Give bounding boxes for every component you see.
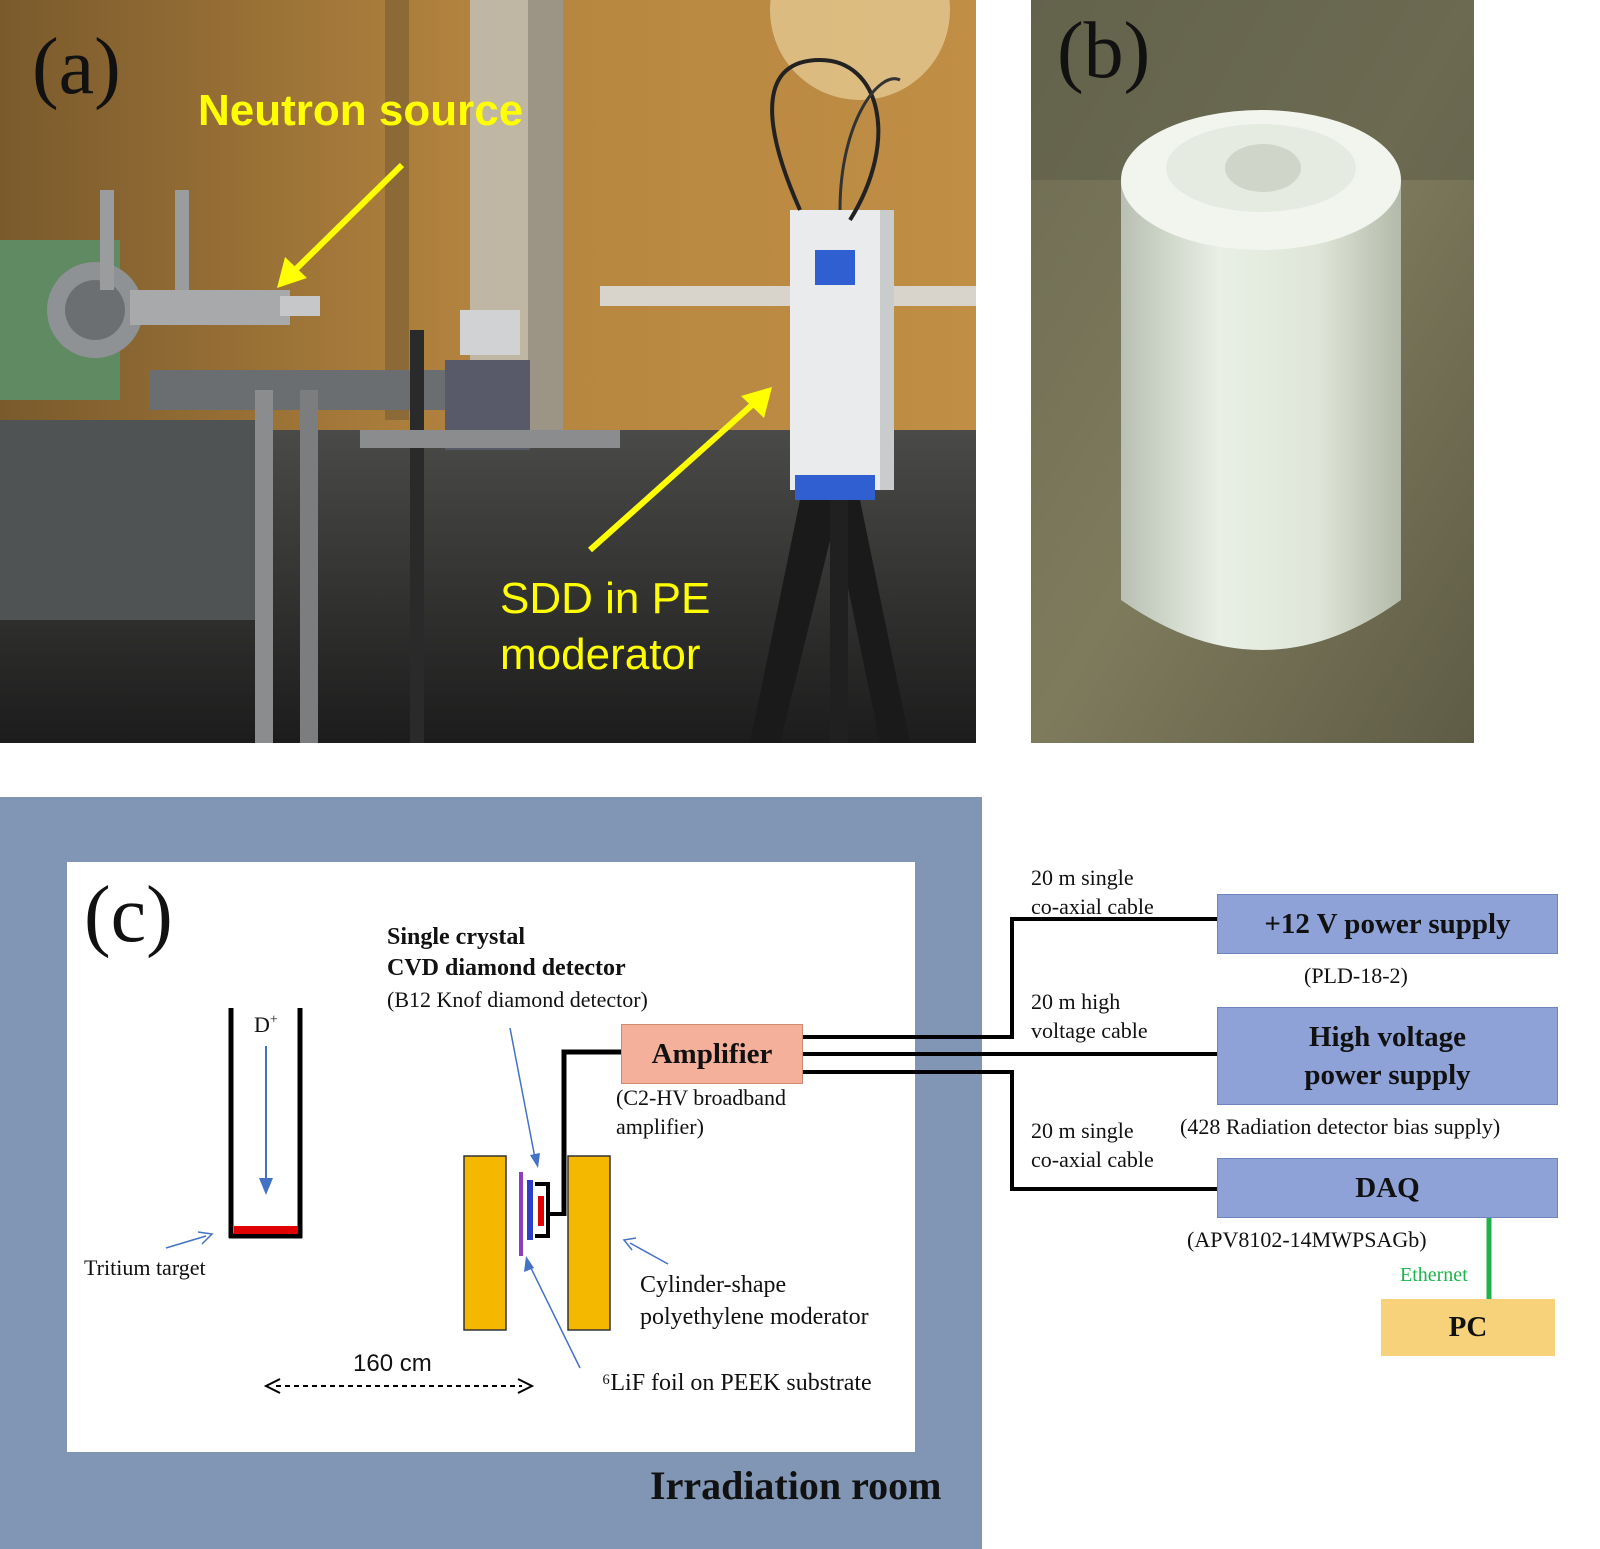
moderator-left: [463, 1155, 507, 1331]
hv-psu-label-line1: High voltage: [1308, 1021, 1467, 1053]
foil-pointer: [529, 1265, 581, 1369]
psu-12v-model: (PLD-18-2): [1304, 963, 1408, 988]
irradiation-room-label: Irradiation room: [650, 1463, 942, 1508]
panel-c-label: (c): [84, 871, 173, 959]
cable-daq-label-line2: co-axial cable: [1031, 1147, 1154, 1172]
ethernet-label: Ethernet: [1400, 1264, 1468, 1286]
moderator-label-line1: Cylinder-shape: [640, 1272, 787, 1298]
pc-label: PC: [1448, 1311, 1488, 1343]
panel-b-photo: (b): [1031, 0, 1474, 743]
sdd-label-line1: SDD in PE: [500, 574, 711, 623]
neutron-source-arrow-head: [277, 257, 307, 288]
sdd-arrow: [587, 402, 755, 553]
neutron-source-arrow: [292, 162, 405, 273]
moderator-label-line2: polyethylene moderator: [640, 1304, 869, 1330]
cable-12v: [802, 917, 1218, 1039]
pc-box: PC: [1381, 1299, 1555, 1356]
tritium-target: [234, 1226, 298, 1234]
cable-daq: [802, 1070, 1218, 1191]
cable-daq-label-line1: 20 m single: [1031, 1118, 1134, 1143]
hv-psu-model: (428 Radiation detector bias supply): [1180, 1114, 1501, 1139]
pe-cylinder-illustration: [1031, 0, 1474, 743]
detector-signal-cable: [561, 1049, 622, 1216]
daq-label: DAQ: [1355, 1171, 1420, 1204]
distance-label: 160 cm: [353, 1350, 432, 1377]
deuteron-label: D+: [254, 1012, 278, 1037]
deuteron-beam-arrow-head: [259, 1178, 273, 1195]
foil-label: ⁶LiF foil on PEEK substrate: [602, 1370, 872, 1396]
amplifier-model-line2: amplifier): [616, 1114, 704, 1139]
tritium-pointer: [165, 1235, 207, 1249]
amplifier-label: Amplifier: [651, 1037, 773, 1070]
psu-12v-label: +12 V power supply: [1264, 907, 1511, 940]
panel-a-label: (a): [32, 23, 121, 111]
daq-box: DAQ: [1217, 1158, 1558, 1218]
cable-hv-label-line1: 20 m high: [1031, 989, 1121, 1014]
neutron-source-label: Neutron source: [198, 86, 524, 135]
cable-12v-label-line1: 20 m single: [1031, 865, 1134, 890]
detector-title-line2: CVD diamond detector: [387, 955, 626, 981]
beam-tube: [228, 1008, 303, 1239]
amplifier-box: Amplifier: [621, 1024, 803, 1084]
hv-psu-label-line2: power supply: [1304, 1059, 1471, 1091]
cable-12v-label-line2: co-axial cable: [1031, 894, 1154, 919]
amplifier-model-line1: (C2-HV broadband: [616, 1085, 787, 1110]
cable-hv-label-line2: voltage cable: [1031, 1018, 1148, 1043]
detector-pointer: [509, 1027, 536, 1159]
sdd-label-line2: moderator: [500, 630, 701, 679]
panel-b-label: (b): [1057, 7, 1151, 95]
detector-model: (B12 Knof diamond detector): [387, 987, 648, 1012]
panel-a-photo: (a) Neutron source SDD in PE moderator: [0, 0, 976, 743]
panel-a-arrows: [277, 162, 772, 553]
detector-title-line1: Single crystal: [387, 924, 525, 950]
psu-12v-box: +12 V power supply: [1217, 894, 1558, 954]
moderator-right: [567, 1155, 611, 1331]
sdd-arrow-head: [741, 387, 772, 418]
peek-substrate: [527, 1180, 533, 1240]
hv-psu-box: High voltage power supply: [1217, 1007, 1558, 1105]
daq-model: (APV8102-14MWPSAGb): [1187, 1227, 1427, 1252]
detector-housing: [535, 1182, 550, 1238]
tritium-target-label: Tritium target: [84, 1255, 206, 1280]
moderator-pointer: [629, 1242, 669, 1265]
lab-photo-illustration: [0, 0, 976, 743]
diamond-detector: [538, 1196, 544, 1226]
